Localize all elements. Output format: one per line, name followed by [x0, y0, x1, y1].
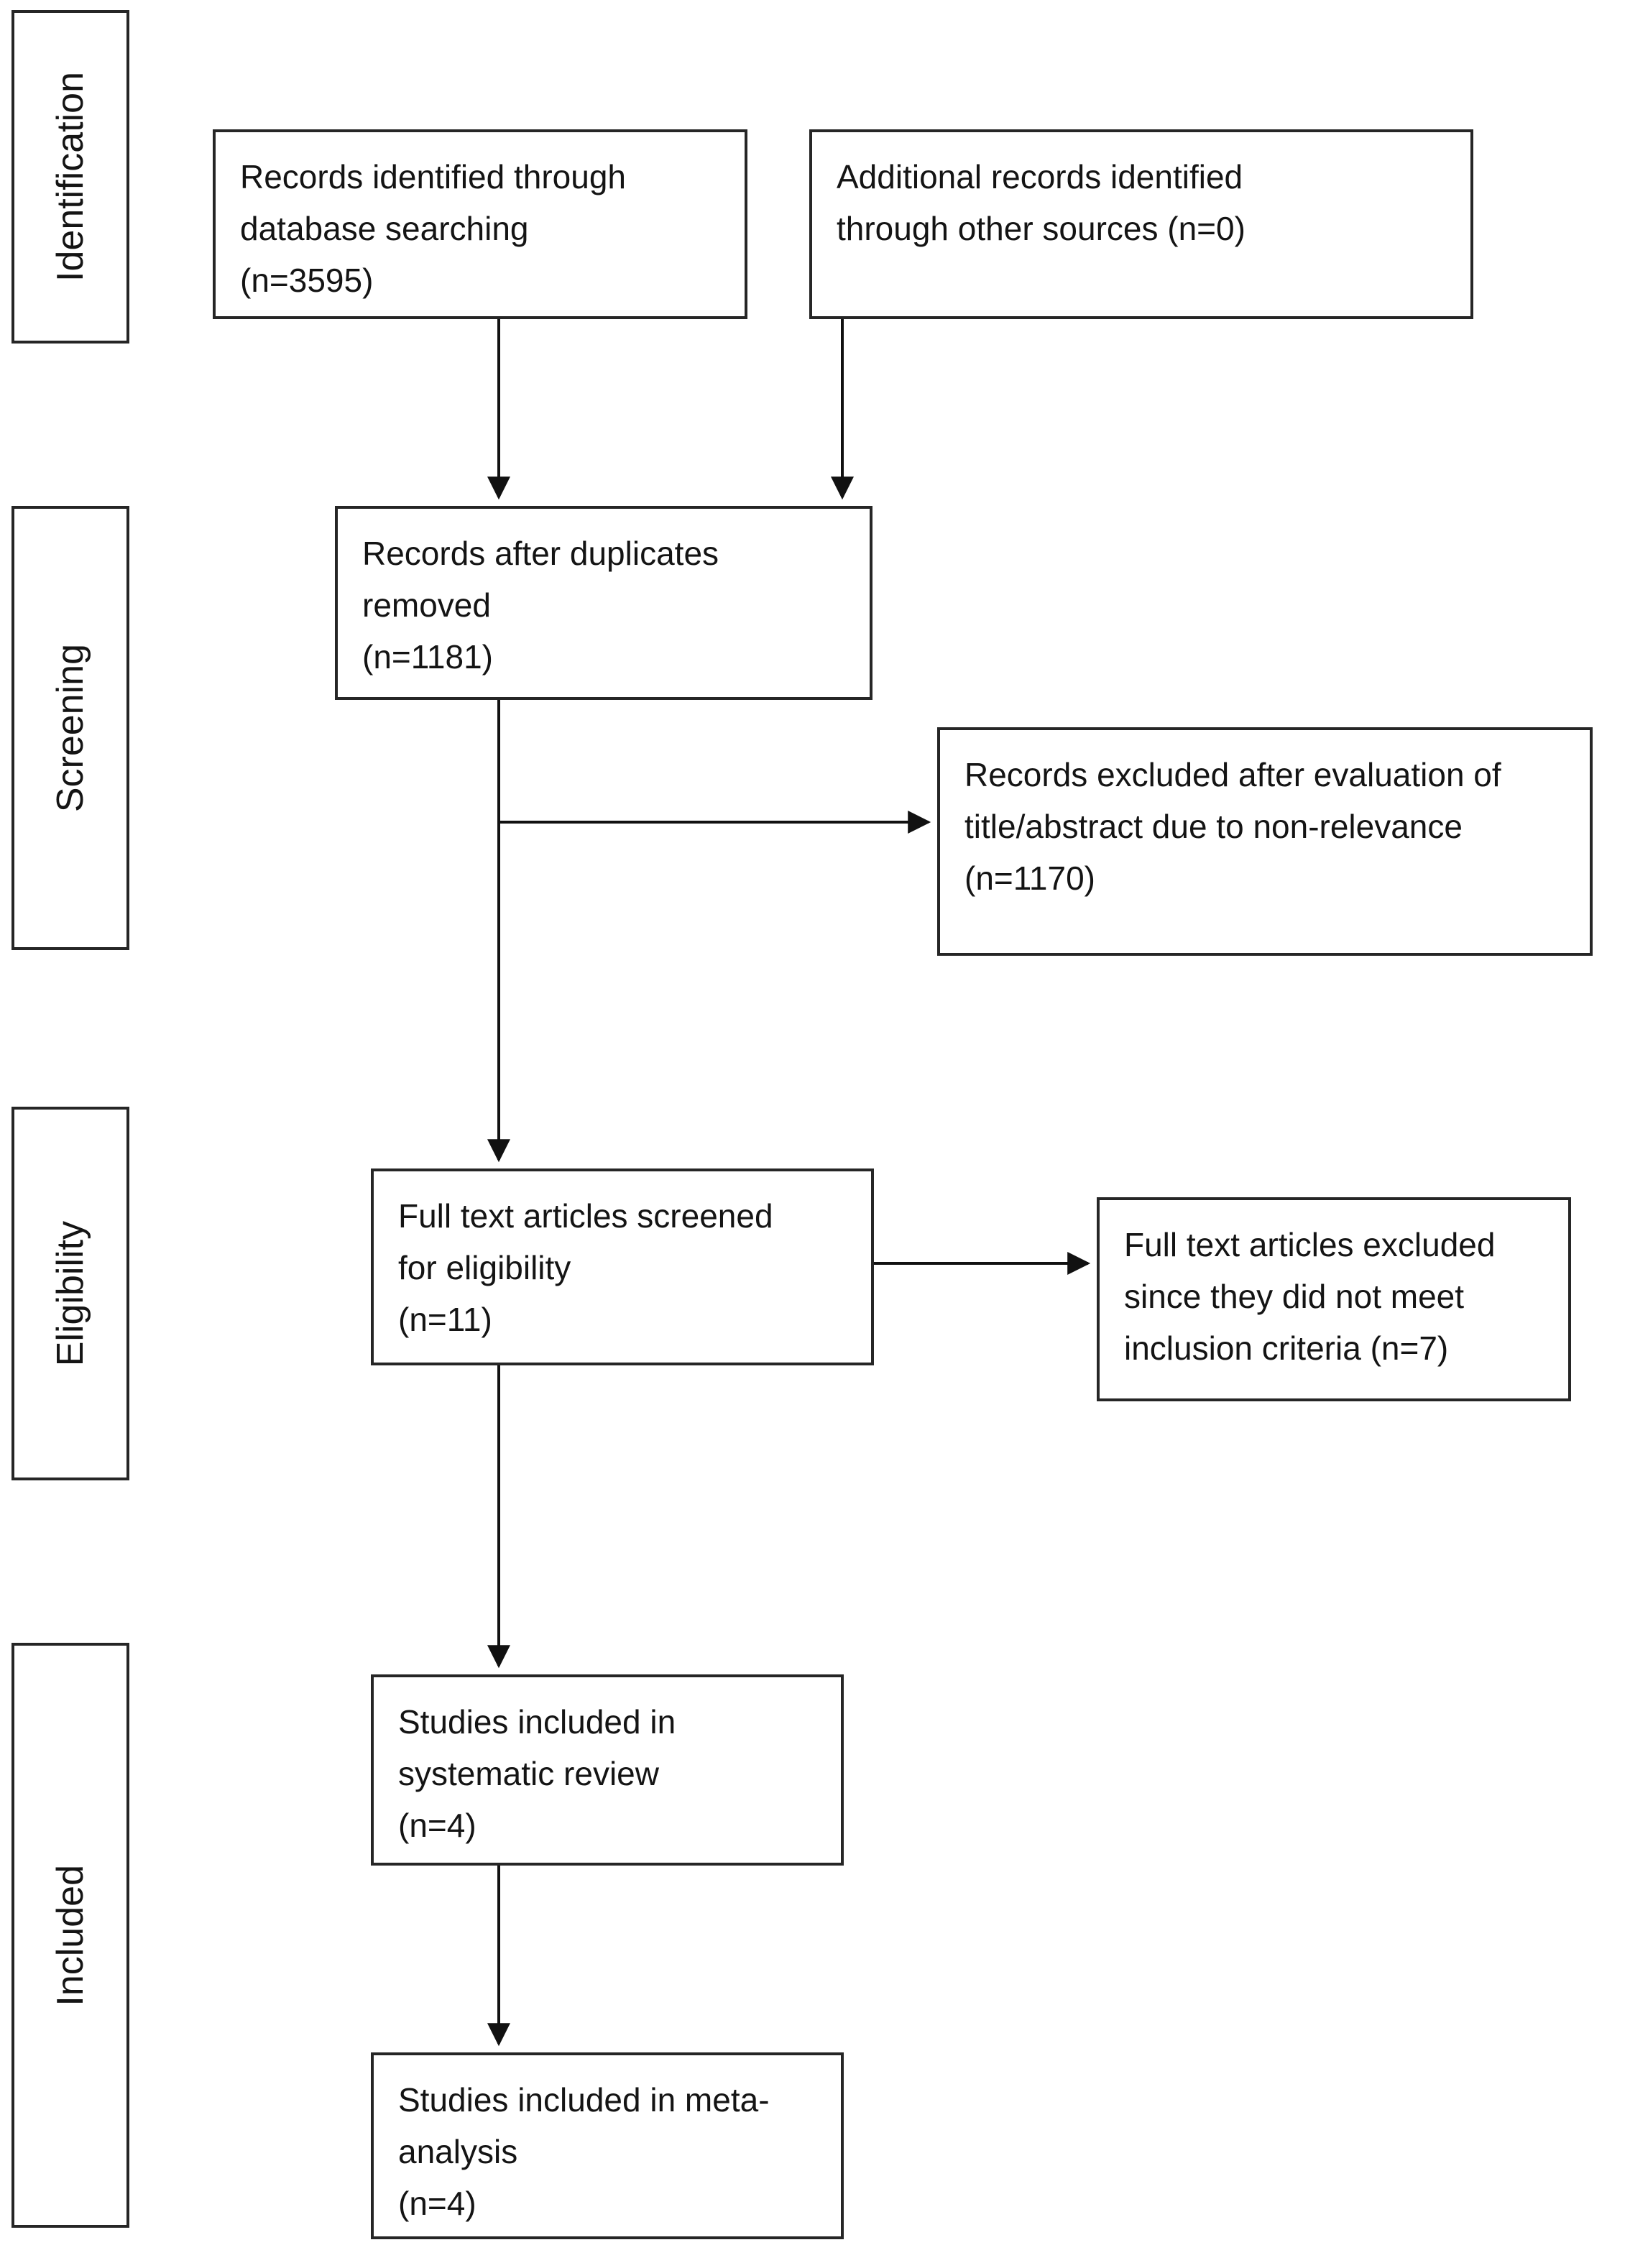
stage-label-identification: Identification [50, 72, 91, 282]
stage-box-identification: Identification [11, 10, 129, 344]
stage-box-included: Included [11, 1643, 129, 2228]
box-records-identified: Records identified through database sear… [213, 129, 747, 319]
box-meta-analysis-text: Studies included in meta- analysis (n=4) [398, 2081, 770, 2222]
stage-box-eligibility: Eligibility [11, 1107, 129, 1480]
box-fulltext-screened: Full text articles screened for eligibil… [371, 1168, 874, 1365]
box-duplicates-removed-text: Records after duplicates removed (n=1181… [362, 535, 719, 676]
box-systematic-review: Studies included in systematic review (n… [371, 1674, 844, 1866]
stage-label-screening: Screening [50, 643, 91, 813]
box-records-excluded: Records excluded after evaluation of tit… [937, 727, 1593, 956]
box-records-identified-text: Records identified through database sear… [240, 158, 626, 299]
box-additional-records: Additional records identified through ot… [809, 129, 1473, 319]
box-meta-analysis: Studies included in meta- analysis (n=4) [371, 2052, 844, 2239]
box-duplicates-removed: Records after duplicates removed (n=1181… [335, 506, 872, 700]
box-fulltext-screened-text: Full text articles screened for eligibil… [398, 1197, 773, 1338]
box-fulltext-excluded-text: Full text articles excluded since they d… [1124, 1226, 1496, 1367]
box-additional-records-text: Additional records identified through ot… [837, 158, 1245, 247]
stage-box-screening: Screening [11, 506, 129, 950]
stage-label-eligibility: Eligibility [50, 1220, 91, 1367]
box-fulltext-excluded: Full text articles excluded since they d… [1097, 1197, 1571, 1401]
stage-label-included: Included [50, 1864, 91, 2006]
box-systematic-review-text: Studies included in systematic review (n… [398, 1703, 676, 1844]
box-records-excluded-text: Records excluded after evaluation of tit… [964, 756, 1501, 897]
